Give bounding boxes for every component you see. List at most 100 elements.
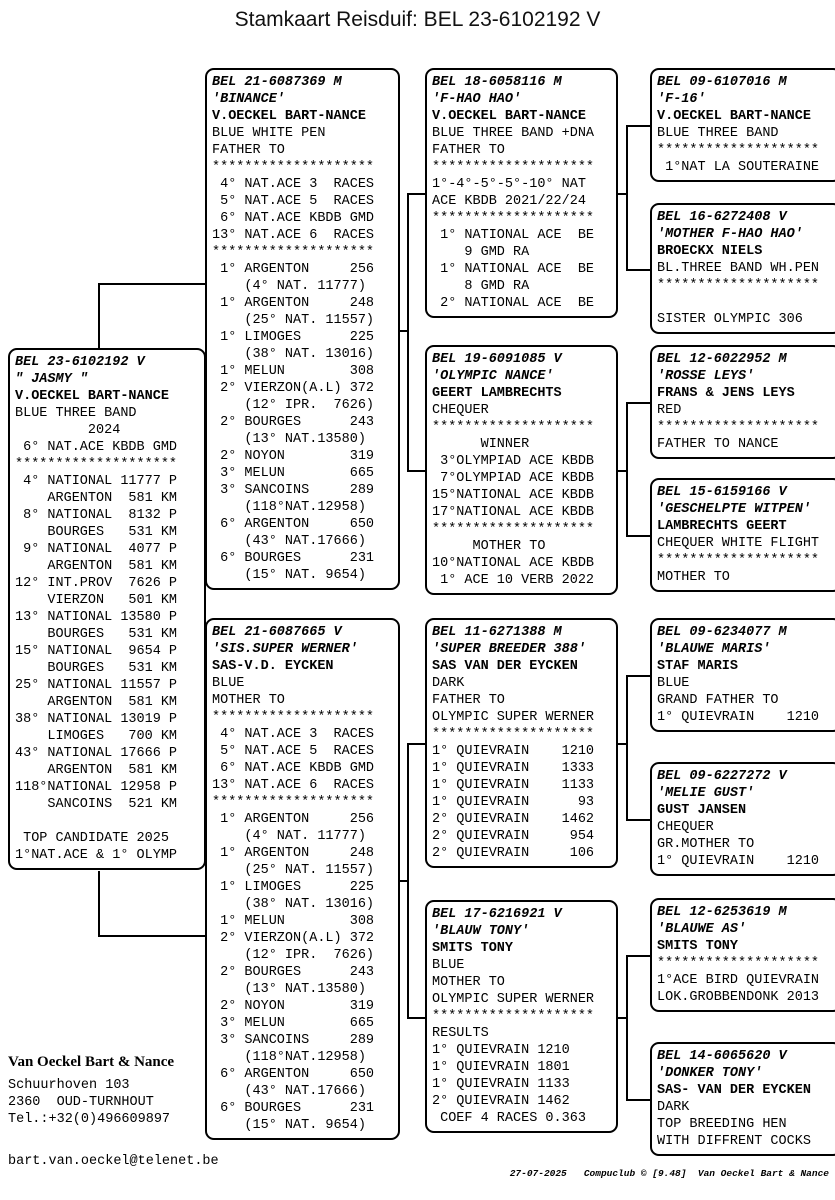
pedigree-line: 1° NATIONAL ACE BE	[432, 228, 595, 243]
pedigree-line: FRANS & JENS LEYS	[657, 386, 795, 401]
pedigree-line: BROECKX NIELS	[657, 244, 763, 259]
pedigree-line: BLUE WHITE PEN	[212, 126, 326, 141]
pedigree-line: 3° MELUN 665	[212, 1016, 375, 1031]
pedigree-line: BEL 14-6065620 V	[657, 1049, 787, 1064]
connector-line	[98, 935, 206, 937]
pedigree-line: BLUE	[432, 958, 465, 973]
pedigree-line: (12° IPR. 7626)	[212, 398, 375, 413]
pedigree-line: GRAND FATHER TO	[657, 693, 779, 708]
pedigree-box-greatgrandparent-mmf: BEL 12-6253619 M'BLAUWE AS'SMITS TONY***…	[650, 898, 835, 1012]
pedigree-line: 'F-HAO HAO'	[432, 92, 522, 107]
pedigree-line: ARGENTON 581 KM	[15, 763, 178, 778]
pedigree-line: (15° NAT. 9654)	[212, 1118, 366, 1133]
owner-phone: Tel.:+32(0)496609897	[8, 1112, 171, 1127]
connector-line	[407, 193, 425, 195]
pedigree-line: 6° NAT.ACE KBDB GMD	[15, 440, 178, 455]
pedigree-line: 1° QUIEVRAIN 1210	[432, 744, 595, 759]
pedigree-line: (15° NAT. 9654)	[212, 568, 366, 583]
pedigree-line: LOK.GROBBENDONK 2013	[657, 990, 820, 1005]
pedigree-line: SISTER OLYMPIC 306	[657, 312, 803, 327]
pedigree-line: (13° NAT.13580)	[212, 432, 366, 447]
pedigree-line: CHEQUER	[432, 403, 489, 418]
pedigree-line: BEL 12-6253619 M	[657, 905, 787, 920]
pedigree-line: 6° NAT.ACE KBDB GMD	[212, 211, 375, 226]
pedigree-line: 1° NATIONAL ACE BE	[432, 262, 595, 277]
pedigree-box-grandfather-maternal: BEL 11-6271388 M'SUPER BREEDER 388'SAS V…	[425, 618, 618, 868]
pedigree-line: 1° ARGENTON 256	[212, 262, 375, 277]
connector-line	[98, 283, 100, 348]
pedigree-line: 3° SANCOINS 289	[212, 483, 375, 498]
pedigree-line: 'SUPER BREEDER 388'	[432, 642, 586, 657]
pedigree-line: 3° MELUN 665	[212, 466, 375, 481]
pedigree-line: ********************	[432, 727, 595, 742]
pedigree-box-greatgrandparent-fmf: BEL 12-6022952 M 'ROSSE LEYS' FRANS & JENS…	[650, 345, 835, 459]
pedigree-line: BEL 15-6159166 V	[657, 485, 787, 500]
pedigree-line: 1° ACE 10 VERB 2022	[432, 573, 595, 588]
pedigree-line: 1° LIMOGES 225	[212, 880, 375, 895]
pedigree-line: 13° NATIONAL 13580 P	[15, 610, 178, 625]
pedigree-line: 2° NOYON 319	[212, 999, 375, 1014]
pedigree-line: BEL 18-6058116 M	[432, 75, 562, 90]
pedigree-line: 8° NATIONAL 8132 P	[15, 508, 178, 523]
pedigree-line: 15°NATIONAL ACE KBDB	[432, 488, 595, 503]
pedigree-line: ********************	[657, 143, 820, 158]
pedigree-line: 6° ARGENTON 650	[212, 517, 375, 532]
pedigree-line: (4° NAT. 11777)	[212, 829, 366, 844]
pedigree-line: 25° NATIONAL 11557 P	[15, 678, 178, 693]
pedigree-line: 2° QUIEVRAIN 1462	[432, 812, 595, 827]
pedigree-line: ARGENTON 581 KM	[15, 491, 178, 506]
pedigree-line: (118°NAT.12958)	[212, 1050, 366, 1065]
pedigree-line: BEL 09-6234077 M	[657, 625, 787, 640]
pedigree-line: 43° NATIONAL 17666 P	[15, 746, 178, 761]
pedigree-line: 1° QUIEVRAIN 93	[432, 795, 595, 810]
pedigree-line: ********************	[657, 553, 820, 568]
connector-line	[98, 283, 206, 285]
pedigree-line: BEL 16-6272408 V	[657, 210, 787, 225]
pedigree-line: 38° NATIONAL 13019 P	[15, 712, 178, 727]
connector-line	[626, 955, 628, 1100]
pedigree-line: 3°OLYMPIAD ACE KBDB	[432, 454, 595, 469]
pedigree-line: SAS-V.D. EYCKEN	[212, 659, 334, 674]
connector-line	[626, 535, 650, 537]
pedigree-line: 13° NAT.ACE 6 RACES	[212, 778, 375, 793]
connector-line	[626, 269, 650, 271]
pedigree-line: 5° NAT.ACE 5 RACES	[212, 194, 375, 209]
pedigree-line: (4° NAT. 11777)	[212, 279, 366, 294]
pedigree-line: 'ROSSE LEYS'	[657, 369, 755, 384]
pedigree-line: 2° QUIEVRAIN 954	[432, 829, 595, 844]
pedigree-line: 2° VIERZON(A.L) 372	[212, 931, 375, 946]
connector-line	[626, 955, 650, 957]
pedigree-line	[15, 813, 199, 830]
pedigree-line: 9 GMD RA	[432, 245, 530, 260]
pedigree-line: BLUE THREE BAND +DNA	[432, 126, 595, 141]
pedigree-line: BEL 12-6022952 M	[657, 352, 787, 367]
pedigree-line: 1° LIMOGES 225	[212, 330, 375, 345]
owner-address-line1: Schuurhoven 103	[8, 1078, 130, 1093]
pedigree-line: 'SIS.SUPER WERNER'	[212, 642, 358, 657]
owner-name: Van Oeckel Bart & Nance	[8, 1054, 175, 1070]
pedigree-line: 1° QUIEVRAIN 1210	[657, 710, 820, 725]
pedigree-line: 1° QUIEVRAIN 1210	[657, 854, 820, 869]
connector-line	[626, 675, 650, 677]
pedigree-line: DARK	[432, 676, 465, 691]
pedigree-box-greatgrandparent-fmm: BEL 15-6159166 V'GESCHELPTE WITPEN'LAMBR…	[650, 478, 835, 592]
pedigree-line: SAS VAN DER EYCKEN	[432, 659, 578, 674]
page-title: Stamkaart Reisduif: BEL 23-6102192 V	[234, 8, 601, 31]
pedigree-line: 1° MELUN 308	[212, 364, 375, 379]
pedigree-line: WINNER	[432, 437, 530, 452]
pedigree-line: MOTHER TO	[432, 975, 505, 990]
pedigree-line: 2° NATIONAL ACE BE	[432, 296, 595, 311]
connector-line	[626, 402, 628, 536]
connector-line	[626, 402, 650, 404]
pedigree-line: MOTHER TO	[212, 693, 285, 708]
pedigree-line: 'BLAUWE MARIS'	[657, 642, 771, 657]
pedigree-line: FATHER TO	[432, 143, 505, 158]
pedigree-box-grandmother-paternal: BEL 19-6091085 V'OLYMPIC NANCE'GEERT LAM…	[425, 345, 618, 595]
pedigree-line: 'BINANCE'	[212, 92, 285, 107]
pedigree-line: FATHER TO NANCE	[657, 437, 779, 452]
pedigree-line: 5° NAT.ACE 5 RACES	[212, 744, 375, 759]
pedigree-line: V.OECKEL BART-NANCE	[657, 109, 811, 124]
pedigree-line: ARGENTON 581 KM	[15, 559, 178, 574]
pedigree-line: (118°NAT.12958)	[212, 500, 366, 515]
